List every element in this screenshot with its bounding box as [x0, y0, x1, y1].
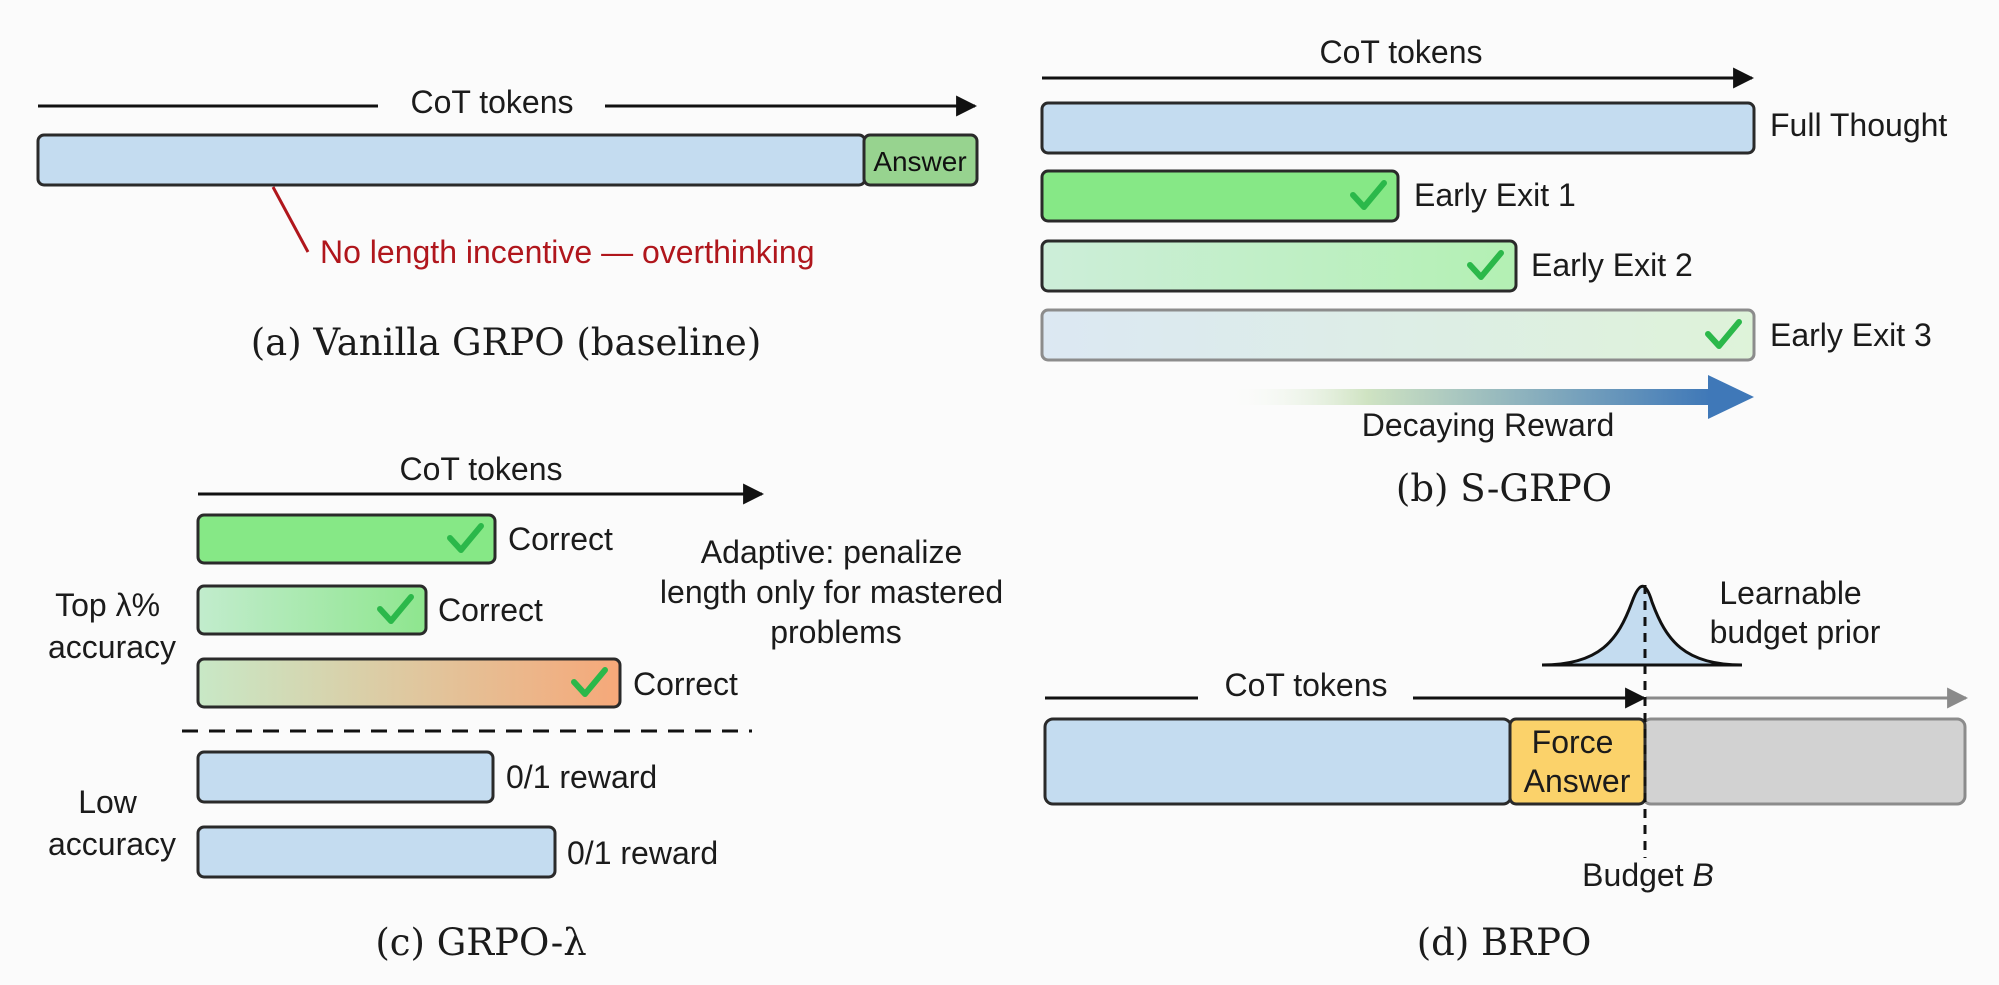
correct-bar-3 [196, 657, 622, 709]
panel-c-grpo-lambda: CoT tokens Top λ% accuracy Correct Corre… [48, 451, 1012, 964]
check-icon [1350, 180, 1387, 210]
panel-d-brpo: CoT tokens Force Answer Learnable budget… [1043, 575, 1969, 964]
caption-c: (c) GRPO-λ [375, 921, 586, 964]
check-icon [447, 523, 484, 553]
caption-b: (b) S-GRPO [1396, 467, 1612, 510]
adaptive-note: Adaptive: penalize length only for maste… [660, 534, 1012, 650]
check-icon [1467, 250, 1504, 280]
correct-bar-2 [196, 584, 428, 636]
early-exit-1-bar [1040, 169, 1400, 223]
beyond-budget-bar [1641, 717, 1967, 806]
check-icon [571, 667, 608, 697]
row-label: Early Exit 3 [1770, 317, 1932, 353]
panel-b-s-grpo: CoT tokens Full Thought Early Exit 1 Ear… [1040, 34, 1947, 510]
row-label: Correct [508, 521, 613, 557]
row-label: Full Thought [1770, 107, 1947, 143]
check-icon [1705, 319, 1742, 349]
low-group-label: Low accuracy [48, 784, 176, 862]
panel-a-vanilla-grpo: CoT tokens Answer No length incentive — … [36, 84, 979, 364]
force-answer-label: Force Answer [1524, 724, 1631, 799]
axis-label: CoT tokens [410, 84, 573, 120]
row-label: Early Exit 2 [1531, 247, 1693, 283]
caption-a: (a) Vanilla GRPO (baseline) [251, 321, 762, 364]
budget-prior-label: Learnable budget prior [1710, 575, 1881, 650]
check-icon [377, 594, 414, 624]
row-label: 0/1 reward [506, 759, 657, 795]
cot-bar [1043, 717, 1513, 806]
row-label: Early Exit 1 [1414, 177, 1576, 213]
axis-label: CoT tokens [1319, 34, 1482, 70]
top-group-label: Top λ% accuracy [48, 587, 176, 665]
decaying-reward-label: Decaying Reward [1362, 407, 1615, 443]
correct-bar-1 [196, 513, 497, 565]
full-thought-bar [1040, 101, 1756, 155]
axis-label: CoT tokens [1224, 667, 1387, 703]
row-label: Correct [438, 592, 543, 628]
early-exit-2-bar [1040, 239, 1518, 293]
low-accuracy-bar-1 [196, 750, 495, 804]
cot-bar [36, 133, 867, 187]
answer-label: Answer [873, 146, 966, 177]
overthinking-note: No length incentive — overthinking [320, 234, 815, 270]
early-exit-3-bar [1040, 308, 1756, 362]
axis-label: CoT tokens [399, 451, 562, 487]
row-label: Correct [633, 666, 738, 702]
budget-prior-curve [1541, 584, 1743, 667]
answer-segment [862, 133, 979, 187]
decaying-reward-arrow [1220, 375, 1754, 419]
row-label: 0/1 reward [567, 835, 718, 871]
caption-d: (d) BRPO [1417, 921, 1592, 964]
low-accuracy-bar-2 [196, 825, 557, 879]
budget-label: Budget B [1582, 857, 1714, 893]
note-pointer [271, 186, 310, 253]
